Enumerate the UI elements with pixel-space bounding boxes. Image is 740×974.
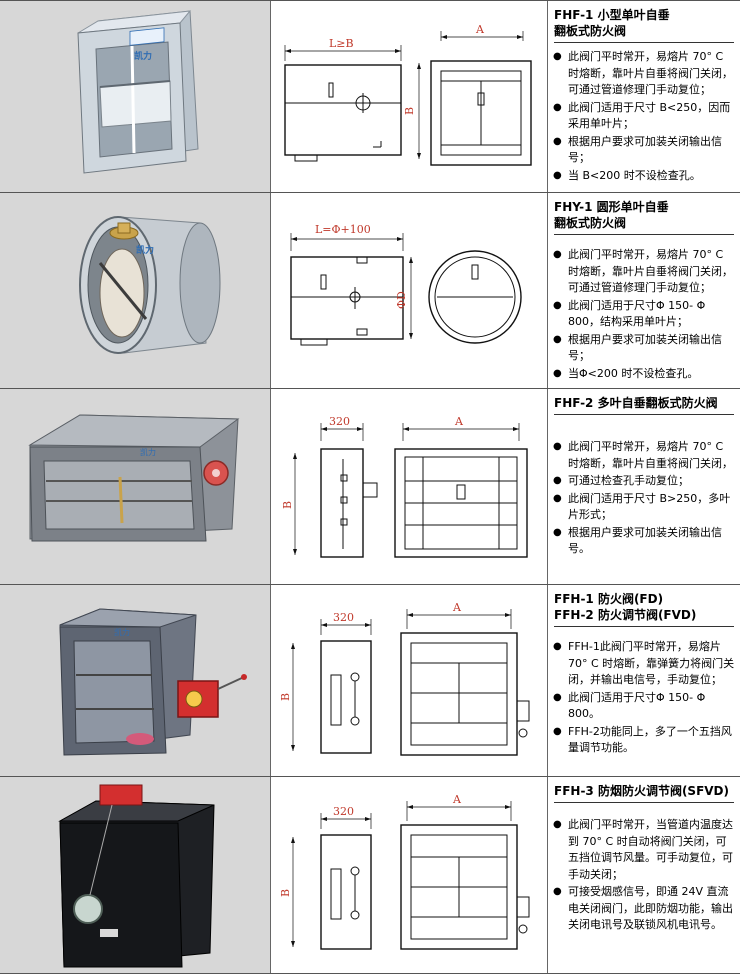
product-photo-fhy1: 凯力	[0, 193, 271, 389]
title-line: FHF-2 多叶自垂翻板式防火阀	[554, 396, 718, 410]
list-item: 可接受烟感信号，即通 24V 直流电关闭阀门，此即防烟功能，输出关闭电讯号及联锁…	[553, 884, 736, 934]
ffh1-dim-b: B	[279, 693, 292, 701]
feature-list-ffh1: FFH-1此阀门平时常开，易熔片 70° C 时熔断，靠弹簧力将阀门关闭，并输出…	[548, 639, 740, 757]
fhf1-photo-illustration: 凯力	[0, 1, 270, 193]
fhf2-brand-text: 凯力	[140, 447, 156, 457]
ffh3-dim-b: B	[279, 889, 292, 897]
title-line: FHF-1 小型单叶自垂	[554, 8, 670, 22]
feature-list-ffh3: 此阀门平时常开，当管道内温度达到 70° C 时自动将阀门关闭，可五挡位调节风量…	[548, 817, 740, 934]
list-item: 当Φ<200 时不设检查孔。	[553, 366, 736, 383]
drawing-fhf1: L≥B A B	[271, 1, 548, 193]
list-item: 当 B<200 时不设检查孔。	[553, 168, 736, 185]
product-row-fhf2: 凯力 320 B A	[0, 388, 740, 585]
fhf2-photo-illustration: 凯力	[0, 389, 270, 585]
product-row-ffh3: 320 B A	[0, 776, 740, 974]
product-photo-ffh3	[0, 777, 271, 974]
ffh1-dim-a: A	[452, 601, 462, 614]
fhf2-dim-b: B	[281, 501, 294, 509]
product-photo-fhf2: 凯力	[0, 389, 271, 585]
feature-list-fhf2: 此阀门平时常开，易熔片 70° C 时熔断，靠叶片自重将阀门关闭， 可通过检查孔…	[548, 439, 740, 558]
list-item: 此阀门平时常开，易熔片 70° C 时熔断，靠叶片自重将阀门关闭，	[553, 439, 736, 472]
list-item: FFH-1此阀门平时常开，易熔片 70° C 时熔断，靠弹簧力将阀门关闭，并输出…	[553, 639, 736, 689]
fhy1-dim-diameter: ΦD	[395, 291, 408, 309]
product-row-fhf1: 凯力 L≥B A	[0, 0, 740, 193]
drawing-ffh1: 320 B A	[271, 585, 548, 777]
title-fhf2: FHF-2 多叶自垂翻板式防火阀	[554, 395, 734, 415]
product-row-ffh1: 凯力 320 B A	[0, 584, 740, 777]
drawing-fhy1: L=Φ+100 ΦD	[271, 193, 548, 389]
list-item: FFH-2功能同上，多了一个五挡风量调节功能。	[553, 724, 736, 757]
ffh1-dim-320: 320	[333, 611, 354, 624]
title-fhf1: FHF-1 小型单叶自垂 翻板式防火阀	[554, 7, 734, 43]
fhf1-dim-b: B	[403, 107, 416, 115]
list-item: 根据用户要求可加装关闭输出信号；	[553, 332, 736, 365]
title-line: 翻板式防火阀	[554, 216, 627, 230]
list-item: 此阀门平时常开，易熔片 70° C 时熔断，靠叶片自垂将阀门关闭，可通过管道修理…	[553, 247, 736, 297]
fhf1-dim-a: A	[475, 23, 485, 36]
drawing-ffh3: 320 B A	[271, 777, 548, 974]
list-item: 此阀门适用于尺寸Φ 150- Φ 800，结构采用单叶片；	[553, 298, 736, 331]
description-ffh1: FFH-1 防火阀(FD) FFH-2 防火调节阀(FVD) FFH-1此阀门平…	[548, 585, 740, 777]
title-line: FFH-3 防烟防火调节阀(SFVD)	[554, 784, 730, 798]
feature-list-fhy1: 此阀门平时常开，易熔片 70° C 时熔断，靠叶片自垂将阀门关闭，可通过管道修理…	[548, 247, 740, 382]
fhf2-dim-a: A	[454, 415, 464, 428]
fhy1-photo-illustration: 凯力	[0, 193, 270, 389]
list-item: 此阀门适用于尺寸 B<250，因而采用单叶片；	[553, 100, 736, 133]
drawing-fhf2: 320 B A	[271, 389, 548, 585]
title-ffh1: FFH-1 防火阀(FD) FFH-2 防火调节阀(FVD)	[554, 591, 734, 627]
ffh3-photo-illustration	[0, 777, 270, 974]
ffh3-dim-320: 320	[333, 805, 354, 818]
fhf1-brand-text: 凯力	[134, 50, 152, 62]
fhy1-brand-text: 凯力	[136, 244, 154, 256]
list-item: 此阀门平时常开，易熔片 70° C 时熔断，靠叶片自垂将阀门关闭，可通过管道修理…	[553, 49, 736, 99]
product-row-fhy1: 凯力 L=Φ+100 ΦD	[0, 192, 740, 389]
fhf1-brand-logo: 凯力	[129, 27, 165, 62]
description-fhf1: FHF-1 小型单叶自垂 翻板式防火阀 此阀门平时常开，易熔片 70° C 时熔…	[548, 1, 740, 193]
list-item: 此阀门平时常开，当管道内温度达到 70° C 时自动将阀门关闭，可五挡位调节风量…	[553, 817, 736, 883]
list-item: 此阀门适用于尺寸Φ 150- Φ 800。	[553, 690, 736, 723]
product-photo-ffh1: 凯力	[0, 585, 271, 777]
ffh1-brand-text: 凯力	[114, 627, 130, 637]
title-fhy1: FHY-1 圆形单叶自垂 翻板式防火阀	[554, 199, 734, 235]
title-line: FFH-1 防火阀(FD)	[554, 592, 664, 606]
fhf1-technical-drawing: L≥B A B	[284, 23, 532, 166]
list-item: 根据用户要求可加装关闭输出信号；	[553, 134, 736, 167]
list-item: 可通过检查孔手动复位；	[553, 473, 736, 490]
ffh1-technical-drawing: 320 B A	[279, 601, 530, 756]
list-item: 此阀门适用于尺寸 B>250，多叶片形式；	[553, 491, 736, 524]
list-item: 根据用户要求可加装关闭输出信号。	[553, 525, 736, 558]
description-fhy1: FHY-1 圆形单叶自垂 翻板式防火阀 此阀门平时常开，易熔片 70° C 时熔…	[548, 193, 740, 389]
fhy1-technical-drawing: L=Φ+100 ΦD	[290, 223, 522, 346]
fhf2-technical-drawing: 320 B A	[281, 415, 528, 558]
fhf2-dim-320: 320	[329, 415, 350, 428]
ffh1-photo-illustration: 凯力	[0, 585, 270, 777]
ffh3-technical-drawing: 320 B A	[279, 793, 530, 950]
fhf1-dim-length: L≥B	[329, 37, 354, 50]
title-line: 翻板式防火阀	[554, 24, 627, 38]
ffh3-dim-a: A	[452, 793, 462, 806]
title-line: FFH-2 防火调节阀(FVD)	[554, 608, 697, 622]
description-fhf2: FHF-2 多叶自垂翻板式防火阀 此阀门平时常开，易熔片 70° C 时熔断，靠…	[548, 389, 740, 585]
product-photo-fhf1: 凯力	[0, 1, 271, 193]
title-ffh3: FFH-3 防烟防火调节阀(SFVD)	[554, 783, 734, 803]
feature-list-fhf1: 此阀门平时常开，易熔片 70° C 时熔断，靠叶片自垂将阀门关闭，可通过管道修理…	[548, 49, 740, 184]
title-line: FHY-1 圆形单叶自垂	[554, 200, 669, 214]
fhy1-dim-length: L=Φ+100	[315, 223, 371, 236]
description-ffh3: FFH-3 防烟防火调节阀(SFVD) 此阀门平时常开，当管道内温度达到 70°…	[548, 777, 740, 974]
